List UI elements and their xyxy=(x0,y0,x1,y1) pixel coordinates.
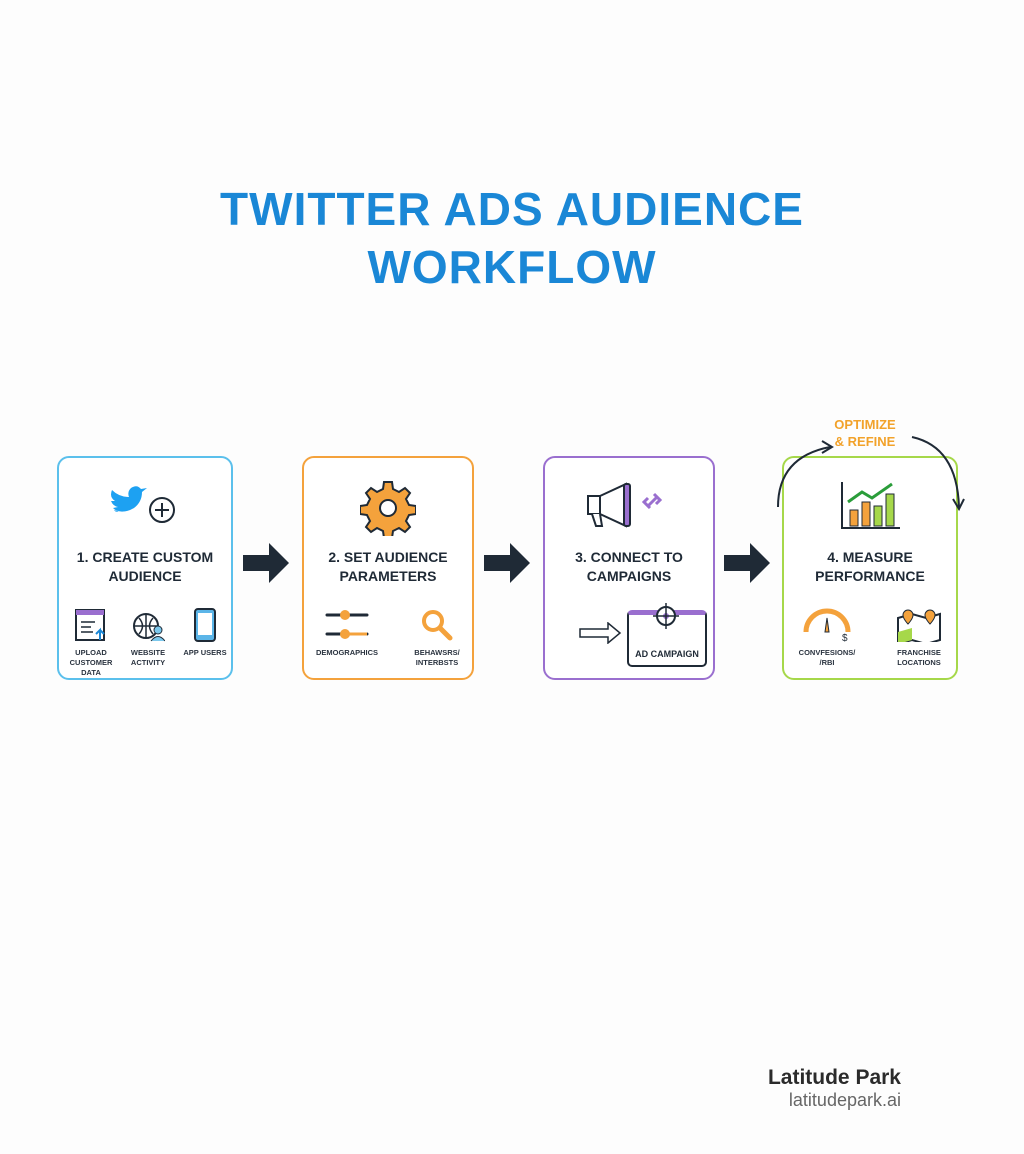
footer-brand: Latitude Park latitudepark.ai xyxy=(767,1066,901,1110)
outline-arrow-icon xyxy=(579,622,622,644)
svg-text:$: $ xyxy=(842,633,848,642)
flow-arrow-icon xyxy=(243,543,289,583)
upload-document-icon xyxy=(75,609,105,641)
franchise-locations: FRANCHISE LOCATIONS xyxy=(884,608,954,668)
map-pins-icon xyxy=(897,609,941,642)
website-activity: WEBSITE ACTIVITY xyxy=(118,608,178,668)
twitter-bird-add-icon xyxy=(59,480,231,532)
flow-arrow-icon xyxy=(484,543,530,583)
magnifier-icon xyxy=(422,610,453,641)
page-title: TWITTER ADS AUDIENCE WORKFLOW xyxy=(220,183,804,293)
gear-icon xyxy=(304,480,472,539)
globe-user-icon xyxy=(133,613,165,642)
upload-customer-data: UPLOAD CUSTOMER DATA xyxy=(61,608,121,678)
optimize-refine-label: OPTIMIZE& REFINE xyxy=(834,417,896,449)
bar-chart-growth-icon xyxy=(784,480,956,532)
conversions-roi: $ CONVFESIONS/ /RBI xyxy=(792,608,862,668)
demographics: DEMOGRAPHICS xyxy=(312,608,382,658)
app-users: APP USERS xyxy=(175,608,235,658)
megaphone-link-icon xyxy=(545,480,713,532)
loop-arrows-icon xyxy=(777,436,965,512)
behaviors-interests: BEHAWSRS/ INTERBSTS xyxy=(402,608,472,668)
target-icon xyxy=(653,603,679,629)
gauge-dollar-icon: $ xyxy=(803,608,851,642)
flow-arrow-icon xyxy=(724,543,770,583)
sliders-icon xyxy=(325,610,369,639)
smartphone-icon xyxy=(194,608,216,642)
ad-campaign-window: AD CAMPAIGN xyxy=(627,603,707,667)
